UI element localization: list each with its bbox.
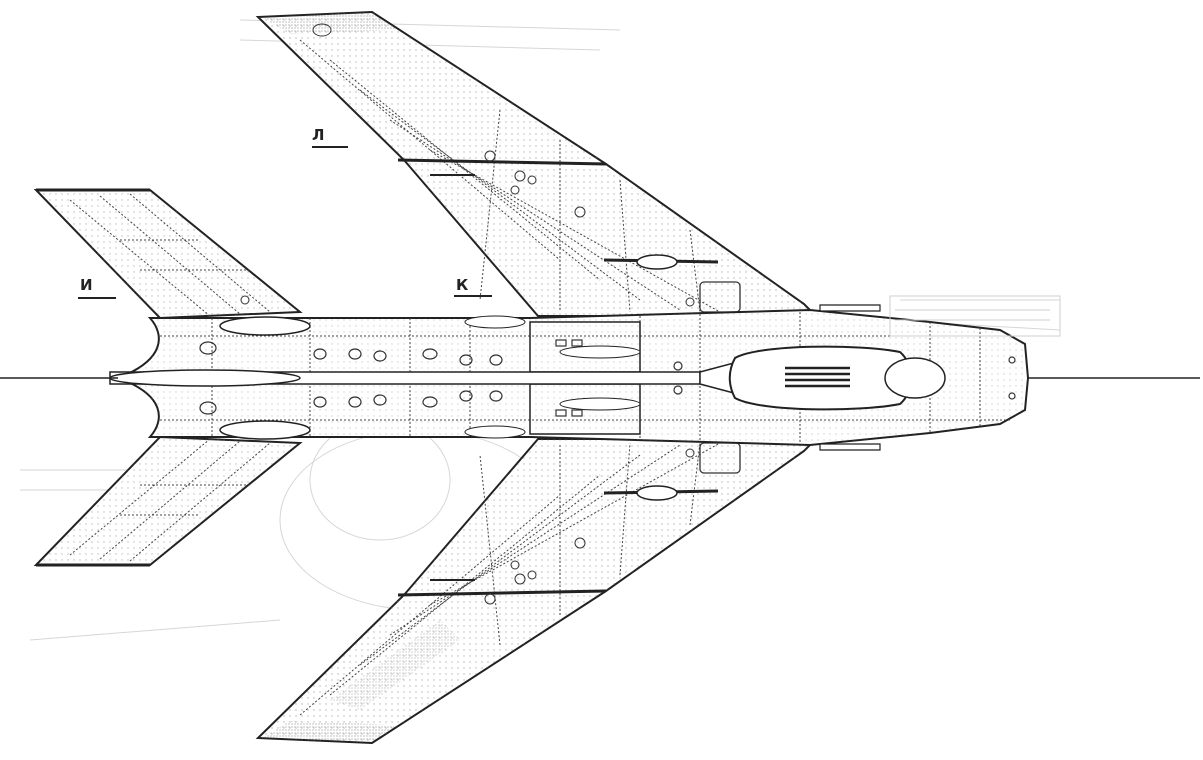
upper-stabilizer — [33, 188, 303, 320]
section-label-l: Л — [312, 126, 326, 144]
section-label-i: И — [80, 276, 94, 294]
lower-stabilizer — [33, 435, 303, 567]
section-markers — [78, 146, 492, 299]
lower-main-wing — [255, 438, 819, 745]
ghost-overlay — [889, 295, 1061, 337]
fuselage — [0, 304, 1200, 451]
section-label-k: К — [456, 276, 470, 294]
upper-main-wing — [255, 10, 819, 317]
